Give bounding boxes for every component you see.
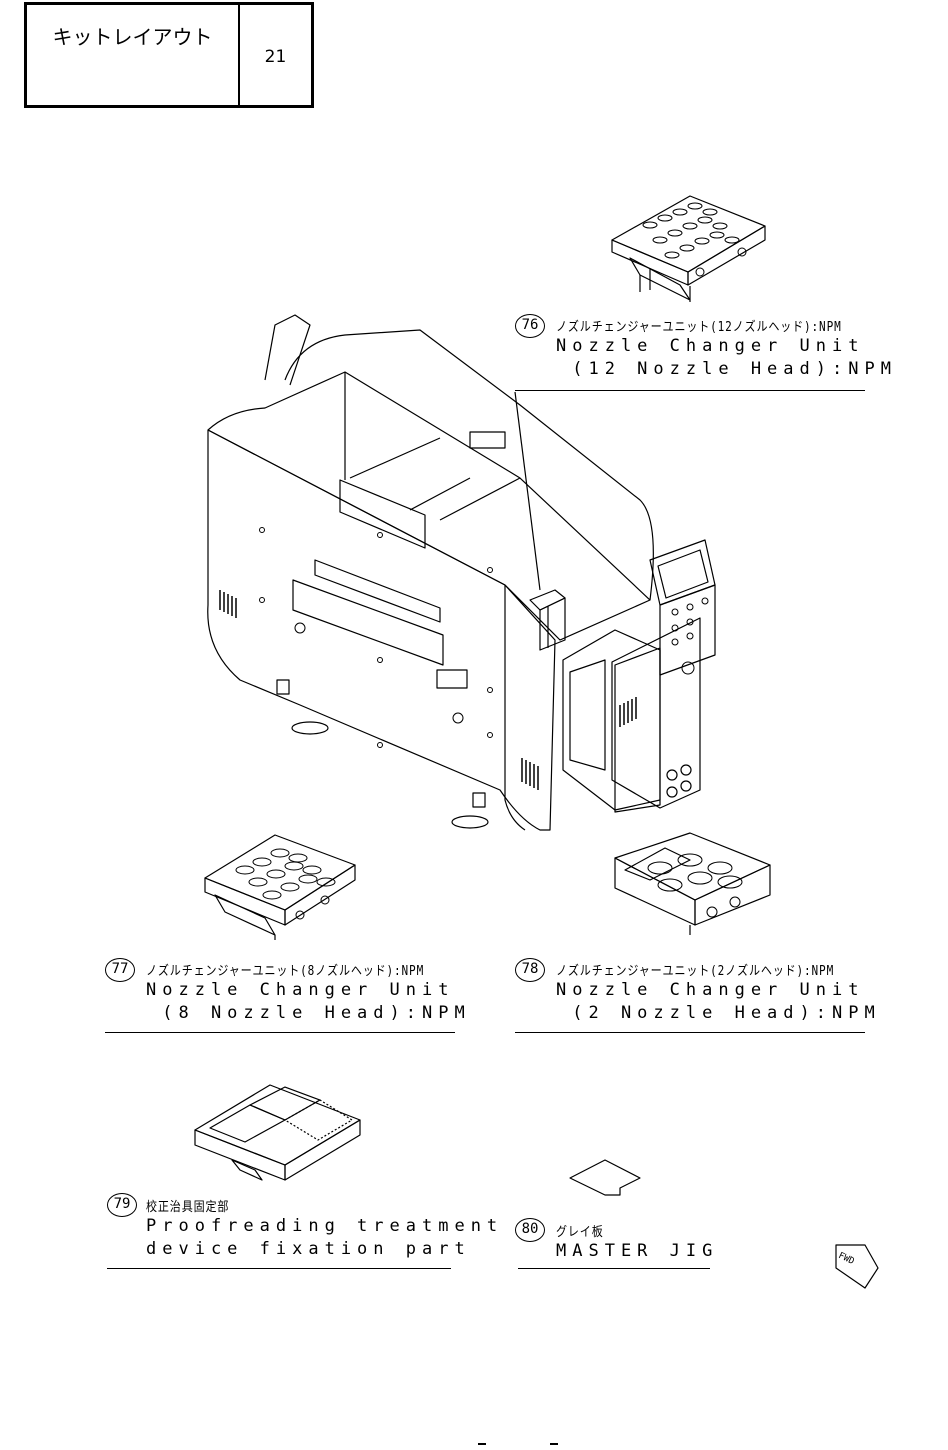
- callout-number-76: 76: [515, 314, 545, 338]
- callout-79-english-1: Proofreading treatment: [146, 1216, 504, 1236]
- callout-77-english-2: (8 Nozzle Head):NPM: [146, 1003, 471, 1023]
- nozzle-changer-8-drawing: [204, 834, 356, 940]
- main-machine-drawing: [207, 314, 716, 831]
- callout-76-english-2: (12 Nozzle Head):NPM: [556, 359, 897, 379]
- callout-77-underline: [105, 1032, 455, 1033]
- nozzle-changer-2-drawing: [614, 832, 771, 935]
- callout-78: ノズルチェンジャーユニット(2ノズルヘッド):NPM Nozzle Change…: [556, 960, 883, 1025]
- callout-77: ノズルチェンジャーユニット(8ノズルヘッド):NPM Nozzle Change…: [146, 960, 473, 1025]
- callout-80-japanese: グレイ板: [556, 1225, 604, 1240]
- callout-78-underline: [515, 1032, 865, 1033]
- leader-line-76: [514, 391, 541, 591]
- page-title: キットレイアウト: [27, 5, 240, 105]
- footer-mark-right: [550, 1443, 558, 1445]
- callout-76-underline: [515, 390, 865, 391]
- callout-76-japanese: ノズルチェンジャーユニット(12ノズルヘッド):NPM: [556, 320, 842, 335]
- callout-79: 校正治具固定部 Proofreading treatment device fi…: [146, 1196, 503, 1261]
- callout-number-78: 78: [515, 958, 545, 982]
- callout-number-77: 77: [105, 958, 135, 982]
- callout-79-japanese: 校正治具固定部: [146, 1200, 230, 1215]
- page-number: 21: [264, 47, 287, 67]
- title-block: キットレイアウト 21: [24, 2, 314, 108]
- callout-80-underline: [518, 1268, 710, 1269]
- callout-number-79: 79: [107, 1193, 137, 1217]
- callout-77-english-1: Nozzle Changer Unit: [146, 980, 455, 1000]
- footer-mark-left: [478, 1443, 486, 1445]
- callout-78-japanese: ノズルチェンジャーユニット(2ノズルヘッド):NPM: [556, 964, 835, 979]
- master-jig-drawing: [569, 1159, 641, 1196]
- nozzle-changer-12-drawing: [611, 195, 766, 302]
- callout-77-japanese: ノズルチェンジャーユニット(8ノズルヘッド):NPM: [146, 964, 425, 979]
- callout-78-english-2: (2 Nozzle Head):NPM: [556, 1003, 881, 1023]
- callout-79-underline: [107, 1268, 451, 1269]
- callout-number-80: 80: [515, 1218, 545, 1242]
- callout-80-english-1: MASTER JIG: [556, 1241, 719, 1261]
- callout-78-english-1: Nozzle Changer Unit: [556, 980, 865, 1000]
- callout-80: グレイ板 MASTER JIG: [556, 1221, 718, 1263]
- callout-79-english-2: device fixation part: [146, 1239, 471, 1259]
- fwd-arrow-icon: [835, 1244, 879, 1289]
- callout-76: ノズルチェンジャーユニット(12ノズルヘッド):NPM Nozzle Chang…: [556, 316, 897, 381]
- proofreading-fixation-drawing: [194, 1084, 361, 1181]
- callout-76-english-1: Nozzle Changer Unit: [556, 336, 865, 356]
